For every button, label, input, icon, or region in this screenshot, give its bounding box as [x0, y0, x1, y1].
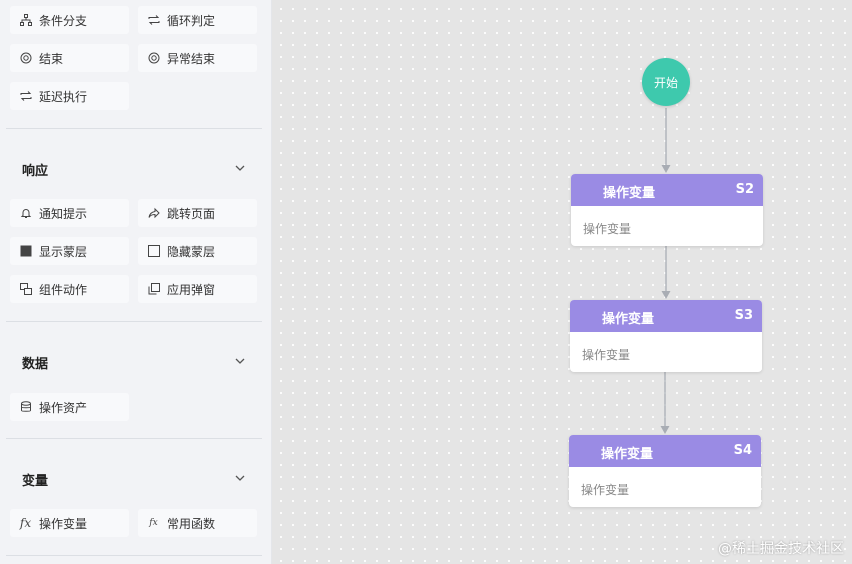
- flow-node-s3[interactable]: 操作变量 S3 操作变量: [570, 300, 762, 372]
- flow-node-s2[interactable]: 操作变量 S2 操作变量: [571, 174, 763, 246]
- palette-item-label: 异常结束: [167, 51, 216, 66]
- palette-item-label: 应用弹窗: [167, 282, 216, 297]
- loop-icon: [147, 14, 160, 27]
- arrowhead-icon: [661, 165, 671, 173]
- function-icon: fx: [149, 518, 158, 528]
- section-divider: [6, 128, 262, 129]
- branch-icon: [19, 14, 32, 27]
- palette-item-label: 跳转页面: [167, 206, 216, 221]
- flow-start-node[interactable]: 开始: [642, 58, 690, 106]
- flow-node-s4[interactable]: 操作变量 S4 操作变量: [569, 435, 761, 507]
- palette-item-component-action[interactable]: 组件动作: [10, 275, 129, 303]
- section-title-response: 响应: [22, 164, 49, 179]
- palette-item-end[interactable]: 结束: [10, 44, 129, 72]
- node-title: 操作变量: [602, 312, 655, 327]
- bell-icon: [19, 207, 32, 220]
- node-title: 操作变量: [601, 447, 654, 462]
- share-arrow-icon: [147, 207, 160, 220]
- watermark: @稀土掘金技术社区: [718, 541, 844, 557]
- chevron-down-icon[interactable]: [233, 161, 247, 175]
- arrowhead-icon: [660, 426, 670, 434]
- palette-item-notify[interactable]: 通知提示: [10, 199, 129, 227]
- node-body: 操作变量: [583, 222, 632, 236]
- palette-item-app-popup[interactable]: 应用弹窗: [138, 275, 257, 303]
- palette-item-label: 条件分支: [39, 13, 88, 28]
- flow-connectors: [660, 108, 671, 434]
- popup-icon: [147, 283, 160, 296]
- section-divider: [6, 555, 262, 556]
- component-palette-sidebar: 条件分支 循环判定 结束 异常结束 延迟执行: [0, 0, 272, 564]
- arrowhead-icon: [661, 291, 671, 299]
- node-body: 操作变量: [582, 348, 631, 362]
- palette-item-label: 常用函数: [167, 516, 216, 531]
- palette-item-show-mask[interactable]: 显示蒙层: [10, 237, 129, 265]
- fx-icon: fx: [19, 516, 32, 530]
- component-icon: [19, 283, 32, 296]
- database-icon: [19, 401, 32, 414]
- palette-item-label: 延迟执行: [39, 89, 88, 104]
- section-title-variable: 变量: [22, 474, 49, 489]
- flow-canvas[interactable]: 开始 操作变量 S2 操作变量 操作变量 S3 操作变量 操作变量 S4 操作变…: [272, 0, 852, 564]
- palette-item-delay[interactable]: 延迟执行: [10, 82, 129, 110]
- end-icon: [19, 52, 32, 65]
- node-header: 操作变量 S4: [569, 435, 761, 467]
- node-body: 操作变量: [581, 483, 630, 497]
- chevron-down-icon[interactable]: [233, 354, 247, 368]
- delay-icon: [19, 90, 32, 103]
- abnormal-end-icon: [147, 52, 160, 65]
- palette-item-hide-mask[interactable]: 隐藏蒙层: [138, 237, 257, 265]
- node-header: 操作变量 S3: [570, 300, 762, 332]
- palette-item-condition-branch[interactable]: 条件分支: [10, 6, 129, 34]
- chevron-down-icon[interactable]: [233, 471, 247, 485]
- palette-item-label: 结束: [39, 51, 64, 66]
- palette-item-label: 隐藏蒙层: [167, 244, 216, 259]
- section-title-data: 数据: [22, 357, 49, 372]
- section-divider: [6, 438, 262, 439]
- palette-item-operate-variable[interactable]: fx 操作变量: [10, 509, 129, 537]
- start-node-label: 开始: [653, 75, 678, 90]
- node-title: 操作变量: [603, 186, 656, 201]
- node-code: S3: [734, 308, 753, 323]
- node-header: 操作变量 S2: [571, 174, 763, 206]
- palette-item-label: 操作变量: [39, 516, 88, 531]
- palette-item-label: 循环判定: [167, 13, 216, 28]
- palette-item-label: 显示蒙层: [39, 244, 88, 259]
- palette-item-label: 组件动作: [39, 282, 88, 297]
- palette-item-abnormal-end[interactable]: 异常结束: [138, 44, 257, 72]
- node-code: S2: [735, 182, 754, 197]
- palette-item-label: 操作资产: [39, 400, 88, 415]
- empty-square-icon: [147, 245, 160, 258]
- node-code: S4: [733, 443, 752, 458]
- filled-square-icon: [19, 245, 32, 258]
- palette-item-navigate-page[interactable]: 跳转页面: [138, 199, 257, 227]
- palette-item-common-function[interactable]: fx 常用函数: [138, 509, 257, 537]
- palette-item-label: 通知提示: [39, 206, 88, 221]
- section-divider: [6, 321, 262, 322]
- palette-item-operate-asset[interactable]: 操作资产: [10, 393, 129, 421]
- palette-item-loop-check[interactable]: 循环判定: [138, 6, 257, 34]
